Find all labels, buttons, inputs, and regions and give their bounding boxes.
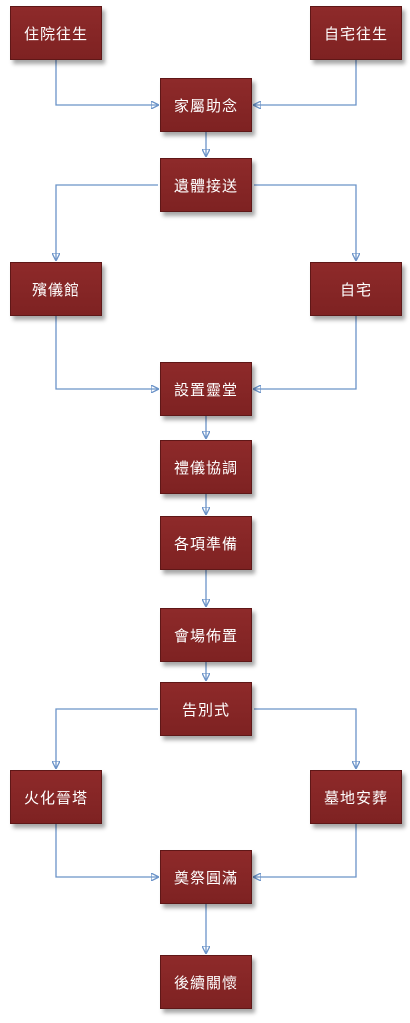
connector-home-to-family [254,60,357,105]
node-memorial-completion: 奠祭圓滿 [160,850,252,904]
node-follow-up-care: 後續關懷 [160,955,252,1009]
node-venue-setup: 會場佈置 [160,608,252,662]
connector-home-to-altar [254,316,357,389]
node-ritual-coordination: 禮儀協調 [160,440,252,494]
node-farewell-ceremony: 告別式 [160,682,252,736]
connector-farewell-to-burial [254,708,356,768]
node-preparations: 各項準備 [160,516,252,570]
node-home: 自宅 [310,262,402,316]
node-hospital-passing: 住院往生 [10,6,102,60]
connector-transport-to-home [254,184,356,260]
node-remains-transport: 遺體接送 [160,158,252,212]
node-set-up-altar: 設置靈堂 [160,362,252,416]
connector-farewell-to-cremation [56,708,158,768]
node-cemetery-burial: 墓地安葬 [310,770,402,824]
node-cremation-columbarium: 火化晉塔 [10,770,102,824]
connector-transport-to-funeral-home [56,184,158,260]
connector-burial-to-memorial [254,824,357,877]
connector-hospital-to-family [55,60,158,105]
node-family-assistance: 家屬助念 [160,78,252,132]
connector-cremation-to-memorial [55,824,158,877]
connector-funeral-home-to-altar [55,316,158,389]
node-funeral-home: 殯儀館 [10,262,102,316]
node-home-passing: 自宅往生 [310,6,402,60]
